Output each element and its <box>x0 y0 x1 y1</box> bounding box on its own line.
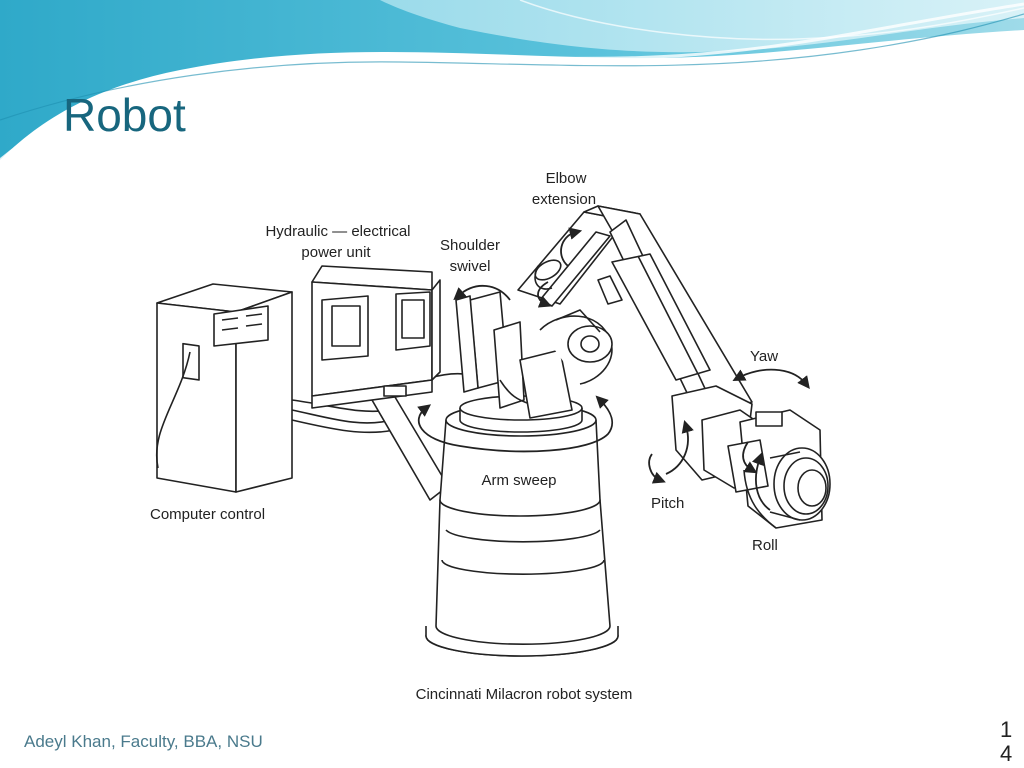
label-elbow-1: Elbow <box>546 170 587 187</box>
slide-title: Robot <box>63 89 186 141</box>
diagram-caption: Cincinnati Milacron robot system <box>416 686 633 703</box>
cable-duct <box>371 391 449 501</box>
hydraulic-power-unit <box>311 265 441 409</box>
label-shoulder-2: swivel <box>450 258 491 275</box>
robot-pedestal <box>425 395 619 657</box>
motion-arrows <box>417 227 810 511</box>
computer-control-cabinet <box>155 283 293 493</box>
label-pitch: Pitch <box>651 495 684 512</box>
label-hydraulic-1: Hydraulic — electrical <box>265 223 410 240</box>
label-shoulder-1: Shoulder <box>440 237 500 254</box>
end-effector <box>769 447 831 521</box>
label-roll: Roll <box>752 537 778 554</box>
page-number: 14 <box>1000 717 1013 766</box>
label-elbow-2: extension <box>532 191 596 208</box>
header-wave-decoration <box>0 0 1024 162</box>
label-yaw: Yaw <box>750 348 778 365</box>
footer-author: Adeyl Khan, Faculty, BBA, NSU <box>24 732 263 751</box>
label-arm-sweep: Arm sweep <box>481 472 556 489</box>
label-computer-control: Computer control <box>150 506 265 523</box>
label-hydraulic-2: power unit <box>301 244 371 261</box>
forearm <box>597 205 753 421</box>
